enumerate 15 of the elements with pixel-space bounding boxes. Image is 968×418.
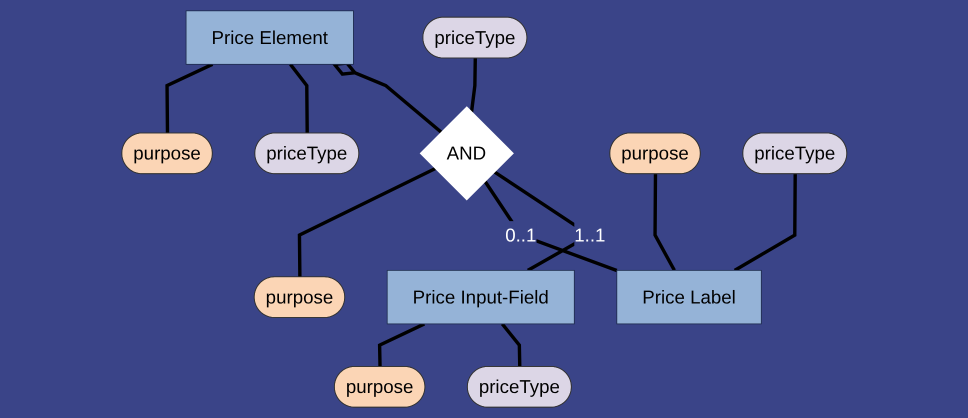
connector [500, 322, 522, 367]
connector [378, 322, 425, 367]
connector [653, 174, 676, 272]
connector [470, 58, 477, 112]
node-box: Price Element [185, 10, 354, 65]
edge-label: 1..1 [574, 224, 606, 246]
connector [288, 63, 309, 134]
connector [734, 174, 797, 272]
node-diamond: AND [419, 106, 514, 200]
node-box: Price Label [616, 270, 762, 324]
connector [483, 180, 618, 272]
edge-label: 0..1 [504, 224, 536, 246]
connector [297, 167, 436, 278]
connector [165, 62, 213, 134]
node-box: Price Input-Field [386, 270, 574, 324]
